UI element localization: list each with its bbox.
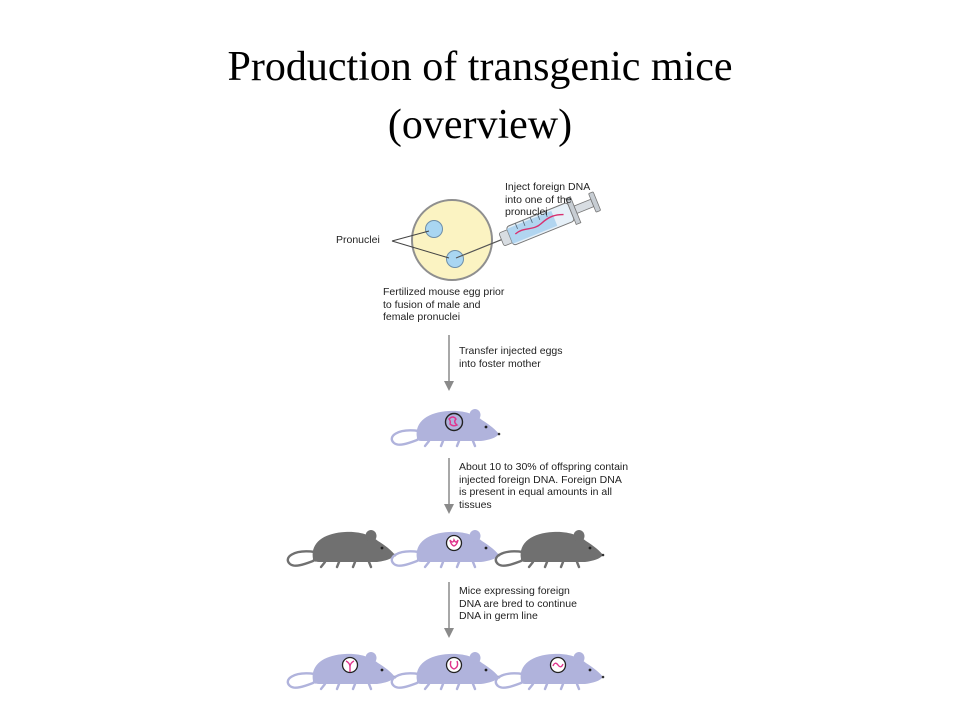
foster-mother-mouse (390, 407, 502, 448)
bred-mouse-transgenic (286, 650, 398, 691)
pronucleus (425, 220, 443, 238)
offspring-mouse-transgenic (390, 528, 502, 569)
bred-mouse-transgenic (390, 650, 502, 691)
arrow-offspring (443, 457, 455, 515)
offspring-mouse-nontransgenic (286, 528, 398, 569)
pronucleus (446, 250, 464, 268)
breeding-label: Mice expressing foreign DNA are bred to … (459, 585, 577, 622)
arrow-breeding (443, 581, 455, 639)
bred-mouse-transgenic (494, 650, 606, 691)
offspring-mouse-nontransgenic (494, 528, 606, 569)
pronuclei-leader-line (391, 240, 450, 259)
slide-title-line-1: Production of transgenic mice (227, 44, 733, 90)
slide-title-line-2: (overview) (387, 102, 573, 148)
transfer-eggs-label: Transfer injected eggs into foster mothe… (459, 345, 563, 370)
syringe-icon (455, 191, 601, 259)
pronuclei-leader-line (391, 230, 430, 242)
pronuclei-label: Pronuclei (336, 234, 380, 246)
fertilized-egg (411, 199, 493, 281)
arrow-transfer (443, 334, 455, 392)
offspring-dna-label: About 10 to 30% of offspring contain inj… (459, 461, 629, 511)
fertilized-egg-label: Fertilized mouse egg prior to fusion of … (383, 286, 505, 323)
inject-dna-label: Inject foreign DNA into one of the pronu… (505, 181, 591, 218)
